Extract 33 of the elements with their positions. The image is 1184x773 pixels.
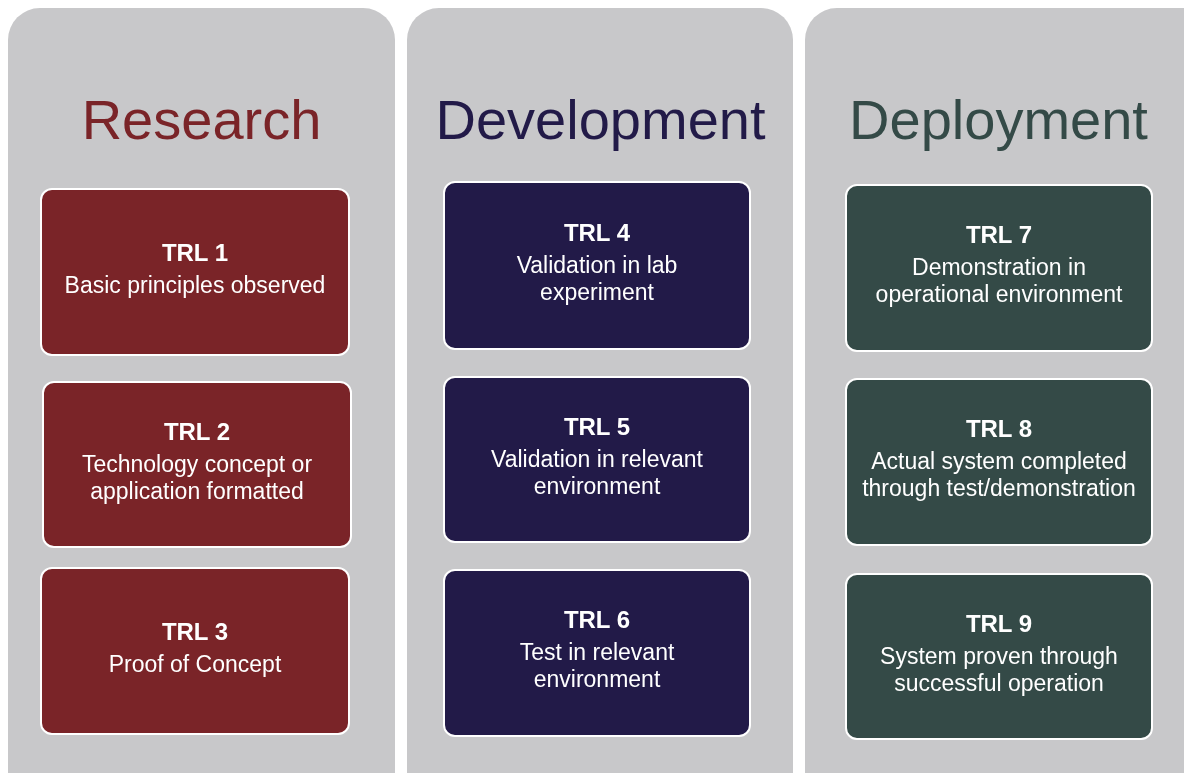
trl-level: TRL 6 <box>563 605 631 635</box>
trl-level: TRL 3 <box>161 616 229 647</box>
trl-level: TRL 1 <box>161 237 229 268</box>
trl-description: Actual system completed through test/demonstration <box>861 448 1137 502</box>
trl-level: TRL 4 <box>563 217 631 248</box>
stage-panel <box>805 8 1184 773</box>
trl-box <box>40 188 350 356</box>
trl-description: Proof of Concept <box>108 650 282 678</box>
trl-description: Test in relevant environment <box>518 639 676 693</box>
trl-level: TRL 2 <box>163 416 231 447</box>
trl-box <box>42 381 352 548</box>
trl-box <box>443 376 751 543</box>
trl-description: Validation in relevant environment <box>490 445 704 500</box>
stage-panel <box>8 8 395 773</box>
stage-title: Development <box>434 88 767 152</box>
stage-title: Research <box>80 88 323 152</box>
trl-level: TRL 8 <box>965 414 1033 444</box>
trl-box <box>40 567 350 735</box>
stage-panel <box>407 8 793 773</box>
trl-description: Technology concept or application formatted <box>80 450 314 505</box>
trl-description: System proven through successful operation <box>879 642 1119 697</box>
trl-box <box>443 569 751 737</box>
trl-level: TRL 9 <box>965 608 1033 639</box>
trl-box <box>443 181 751 350</box>
trl-box <box>845 378 1153 546</box>
trl-description: Basic principles observed <box>64 271 326 299</box>
trl-description: Demonstration in operational environment <box>874 254 1124 308</box>
stage-title: Deployment <box>848 88 1149 152</box>
trl-level: TRL 5 <box>563 411 631 442</box>
trl-description: Validation in lab experiment <box>515 251 679 306</box>
trl-level: TRL 7 <box>965 220 1033 250</box>
trl-box <box>845 184 1153 352</box>
trl-box <box>845 573 1153 740</box>
